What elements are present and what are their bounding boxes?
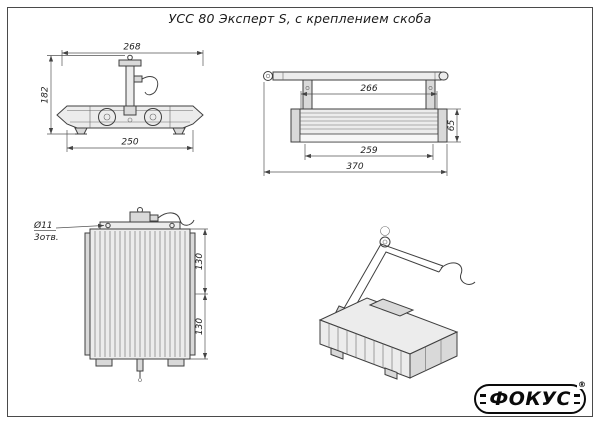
cable-iso xyxy=(440,262,476,285)
bracket-hole-left xyxy=(105,222,111,229)
front-view: 268 xyxy=(41,43,204,152)
hole-callout: Ø11 3отв. xyxy=(33,220,105,243)
dim-end-lower-label: 130 xyxy=(195,318,205,335)
dim-front-height: 182 xyxy=(41,55,125,135)
hole-count-label: 3отв. xyxy=(34,233,59,243)
cable-end xyxy=(157,212,195,226)
luminaire-body-end xyxy=(84,228,196,382)
luminaire-body-side xyxy=(290,108,448,143)
foot-left xyxy=(95,358,113,367)
dim-side-overall-label: 370 xyxy=(346,162,363,172)
bolt-ring xyxy=(263,71,273,81)
registered-trademark-icon: ® xyxy=(577,380,587,389)
dim-side-inner-top-label: 266 xyxy=(360,84,377,94)
dim-front-top-width: 268 xyxy=(61,43,204,66)
dim-front-top-width-label: 268 xyxy=(123,43,140,53)
lens-strip xyxy=(299,133,439,143)
mounting-bracket-front xyxy=(118,54,159,107)
dim-side-height-label: 65 xyxy=(447,120,457,132)
dim-side-overall: 370 xyxy=(263,82,448,176)
dim-front-height-label: 182 xyxy=(41,86,51,103)
end-view: Ø11 3отв. 130 130 xyxy=(33,207,208,382)
dim-front-bottom-width: 250 xyxy=(66,130,194,152)
iso-body xyxy=(318,297,459,380)
foot-right xyxy=(167,358,185,367)
luminaire-body-front xyxy=(56,105,204,135)
fokus-logo: ФОКУС ® xyxy=(474,380,587,414)
dim-end-upper-label: 130 xyxy=(195,253,205,270)
foot-right xyxy=(172,127,186,135)
fokus-logo-text: ФОКУС xyxy=(486,388,574,410)
iso-foot-right xyxy=(384,367,398,380)
fokus-logo-capsule: ФОКУС ® xyxy=(474,380,587,414)
bracket-hole-right xyxy=(169,222,175,229)
side-view: 266 259 370 65 xyxy=(263,71,461,176)
drain-stem xyxy=(136,358,144,372)
dim-side-inner-top: 266 xyxy=(300,84,438,109)
mounting-bracket-side xyxy=(263,71,449,110)
cable-front xyxy=(141,76,159,96)
mounting-bracket-end xyxy=(99,207,195,230)
dim-side-inner-bottom-label: 259 xyxy=(360,146,377,156)
dim-side-inner-bottom: 259 xyxy=(304,144,434,160)
dim-end-lower: 130 xyxy=(190,294,208,360)
drawing-title: УСС 80 Эксперт S, с креплением скоба xyxy=(168,11,432,26)
dim-side-height: 65 xyxy=(447,108,461,143)
iso-foot-left xyxy=(330,347,344,360)
hole-diameter-label: Ø11 xyxy=(33,220,53,231)
dim-front-bottom-width-label: 250 xyxy=(121,138,138,148)
foot-left xyxy=(74,127,88,135)
isometric-view xyxy=(318,226,476,380)
